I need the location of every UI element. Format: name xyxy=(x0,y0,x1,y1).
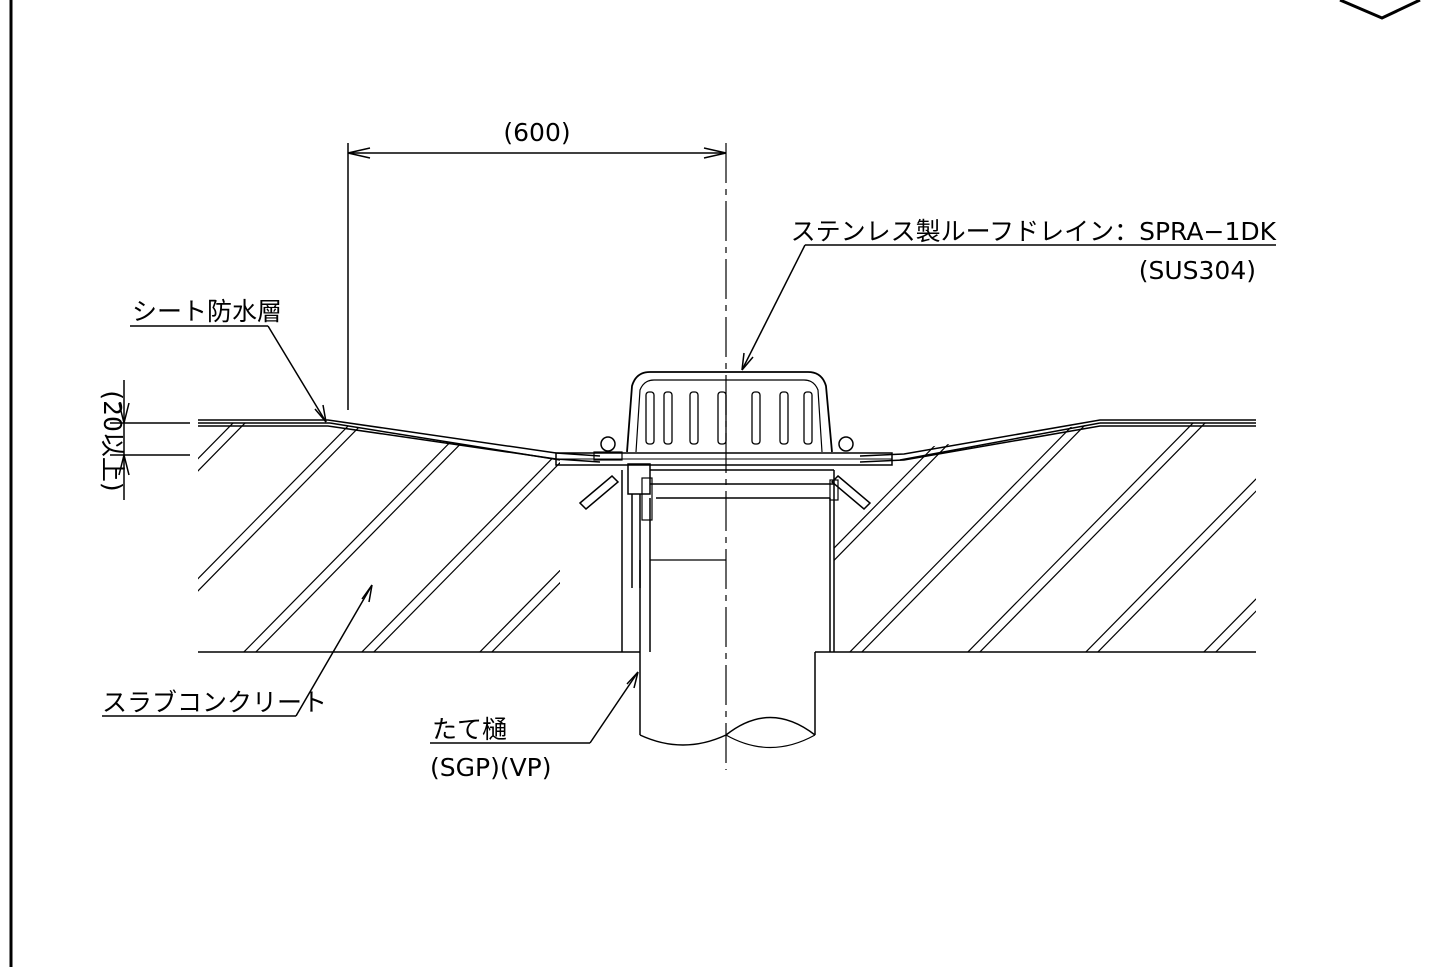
hatch-line xyxy=(971,423,1209,652)
hatch-line xyxy=(1089,423,1256,652)
hatch-line xyxy=(834,423,973,652)
hatch-line xyxy=(235,423,473,652)
hatch-line xyxy=(1207,423,1256,652)
strainer-slot xyxy=(717,391,727,445)
hatch-line xyxy=(841,423,1079,652)
hatch-line xyxy=(198,423,367,652)
strainer-slot xyxy=(689,391,699,445)
label-drain: ステンレス製ルーフドレイン：SPRA−1DK xyxy=(791,217,1277,246)
hatch-line xyxy=(198,423,355,652)
downpipe xyxy=(639,560,816,749)
label-pipe: たて樋 xyxy=(432,715,507,744)
label-pipe-material: (SGP)(VP) xyxy=(430,753,552,782)
strainer-slot xyxy=(751,391,761,445)
strainer-slot xyxy=(803,391,813,445)
hatch-line xyxy=(247,423,485,652)
dimension-height: (20以上) xyxy=(98,380,190,500)
label-sheet: シート防水層 xyxy=(132,297,282,326)
slab-hatch-right xyxy=(834,423,1256,652)
hatch-line xyxy=(483,423,560,652)
strainer-slots xyxy=(645,391,813,445)
dimension-height-label: (20以上) xyxy=(98,390,127,491)
label-slab: スラブコンクリート xyxy=(102,688,327,717)
leader-sheet: シート防水層 xyxy=(130,297,327,423)
hatch-line xyxy=(198,423,249,652)
slab-concrete xyxy=(198,422,1256,653)
slab-hatch-left xyxy=(198,423,560,652)
dimension-width-label: (600) xyxy=(503,118,570,147)
strainer-slot xyxy=(663,391,673,445)
sheet-waterproofing-layer xyxy=(198,419,1256,463)
strainer-slot xyxy=(645,391,655,445)
leader-drain: ステンレス製ルーフドレイン：SPRA−1DK (SUS304) xyxy=(741,217,1277,371)
leader-pipe: たて樋 (SGP)(VP) xyxy=(430,671,639,782)
strainer-slot xyxy=(779,391,789,445)
hatch-line xyxy=(471,423,560,652)
leader-slab: スラブコンクリート xyxy=(102,584,373,717)
hatch-line xyxy=(365,423,560,652)
hatch-line xyxy=(853,423,1091,652)
hatch-line xyxy=(353,423,560,652)
dimension-width: (600) xyxy=(347,118,727,410)
label-drain-material: (SUS304) xyxy=(1139,256,1256,285)
hatch-line xyxy=(1195,423,1256,652)
hatch-line xyxy=(959,423,1197,652)
roof-drain-body xyxy=(555,371,893,652)
hatch-line xyxy=(834,423,961,652)
hatch-line xyxy=(1077,423,1256,652)
sheet-frame xyxy=(9,0,1421,967)
